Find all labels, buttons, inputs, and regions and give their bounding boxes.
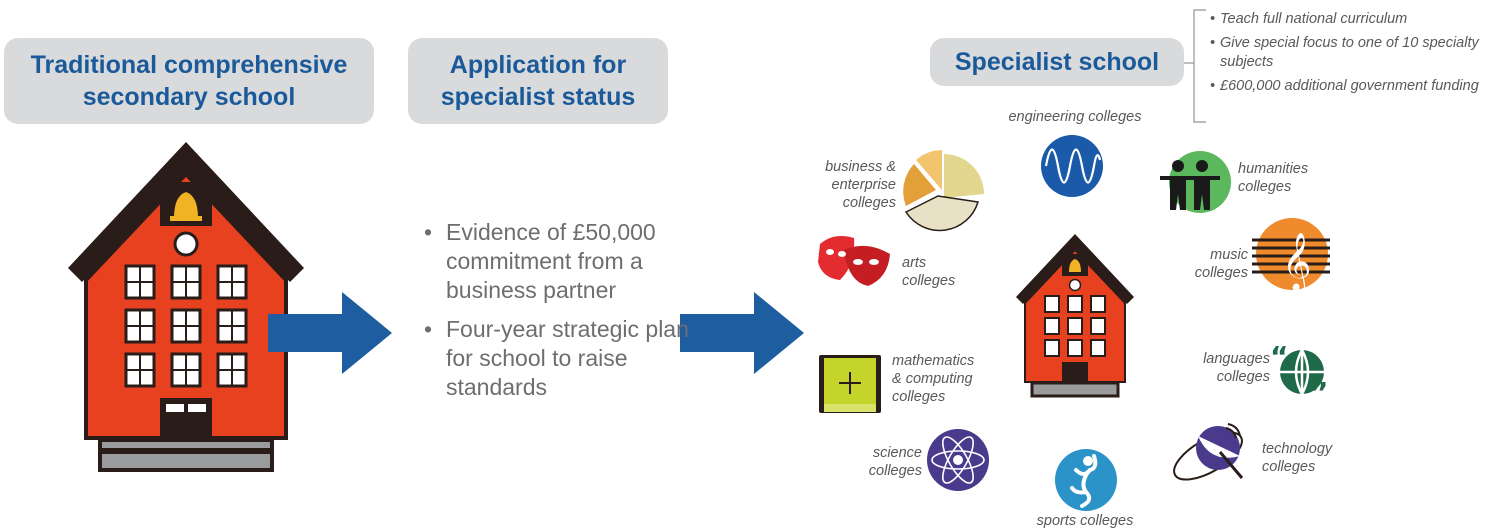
label-business: business & enterprise colleges [825,159,896,211]
requirement-text: Evidence of £50,000 commitment from a bu… [446,219,656,303]
school-building-icon [68,142,304,472]
note-item: •Give special focus to one of 10 special… [1210,34,1494,72]
people-icon [1160,151,1231,213]
satellite-dish-icon [1173,423,1244,481]
requirement-item: •Four-year strategic plan for school to … [424,315,694,402]
athlete-icon [1055,449,1117,511]
svg-text:“: “ [1270,340,1288,373]
notes-bracket [1184,9,1206,123]
svg-text:𝄞: 𝄞 [1282,232,1312,293]
atom-icon [927,429,989,491]
header-traditional-text: Traditional comprehensive secondary scho… [30,51,348,111]
label-humanities: humanities colleges [1238,161,1309,195]
note-item: •Teach full national curriculum [1210,11,1408,27]
label-technology: technology colleges [1262,441,1333,475]
label-languages: languages colleges [1203,351,1270,385]
note-text: Give special focus to one of 10 specialt… [1220,35,1479,70]
header-application: Application for specialist status [408,38,668,124]
note-item: •£600,000 additional government funding [1210,78,1479,94]
svg-text:”: ” [1310,376,1328,404]
label-sports: sports colleges [1036,513,1134,529]
header-traditional-school: Traditional comprehensive secondary scho… [4,38,374,124]
label-science: science colleges [868,445,922,479]
note-text: Teach full national curriculum [1220,11,1408,27]
theatre-mask-icon [818,236,890,286]
requirement-item: •Evidence of £50,000 commitment from a b… [424,218,694,305]
header-specialist-school: Specialist school [930,38,1184,86]
school-building-icon [1016,234,1134,398]
right-arrow-icon [268,292,392,374]
speech-globe-icon: “ ” [1270,340,1328,404]
specialist-notes: •Teach full national curriculum •Give sp… [1210,10,1494,101]
requirements-list: •Evidence of £50,000 commitment from a b… [424,218,694,412]
pie-chart-icon [903,150,984,232]
label-music: music colleges [1194,247,1248,281]
treble-clef-icon: 𝄞 [1252,218,1330,293]
label-mathematics: mathematics & computing colleges [892,353,975,405]
plus-key-icon [819,355,881,413]
note-text: £600,000 additional government funding [1220,78,1479,94]
sine-wave-icon [1041,135,1103,197]
label-engineering: engineering colleges [1008,109,1142,125]
requirement-text: Four-year strategic plan for school to r… [446,316,689,400]
label-arts: arts colleges [902,255,956,289]
right-arrow-icon [680,292,804,374]
header-specialist-text: Specialist school [954,48,1160,76]
header-application-text: Application for specialist status [440,51,636,111]
